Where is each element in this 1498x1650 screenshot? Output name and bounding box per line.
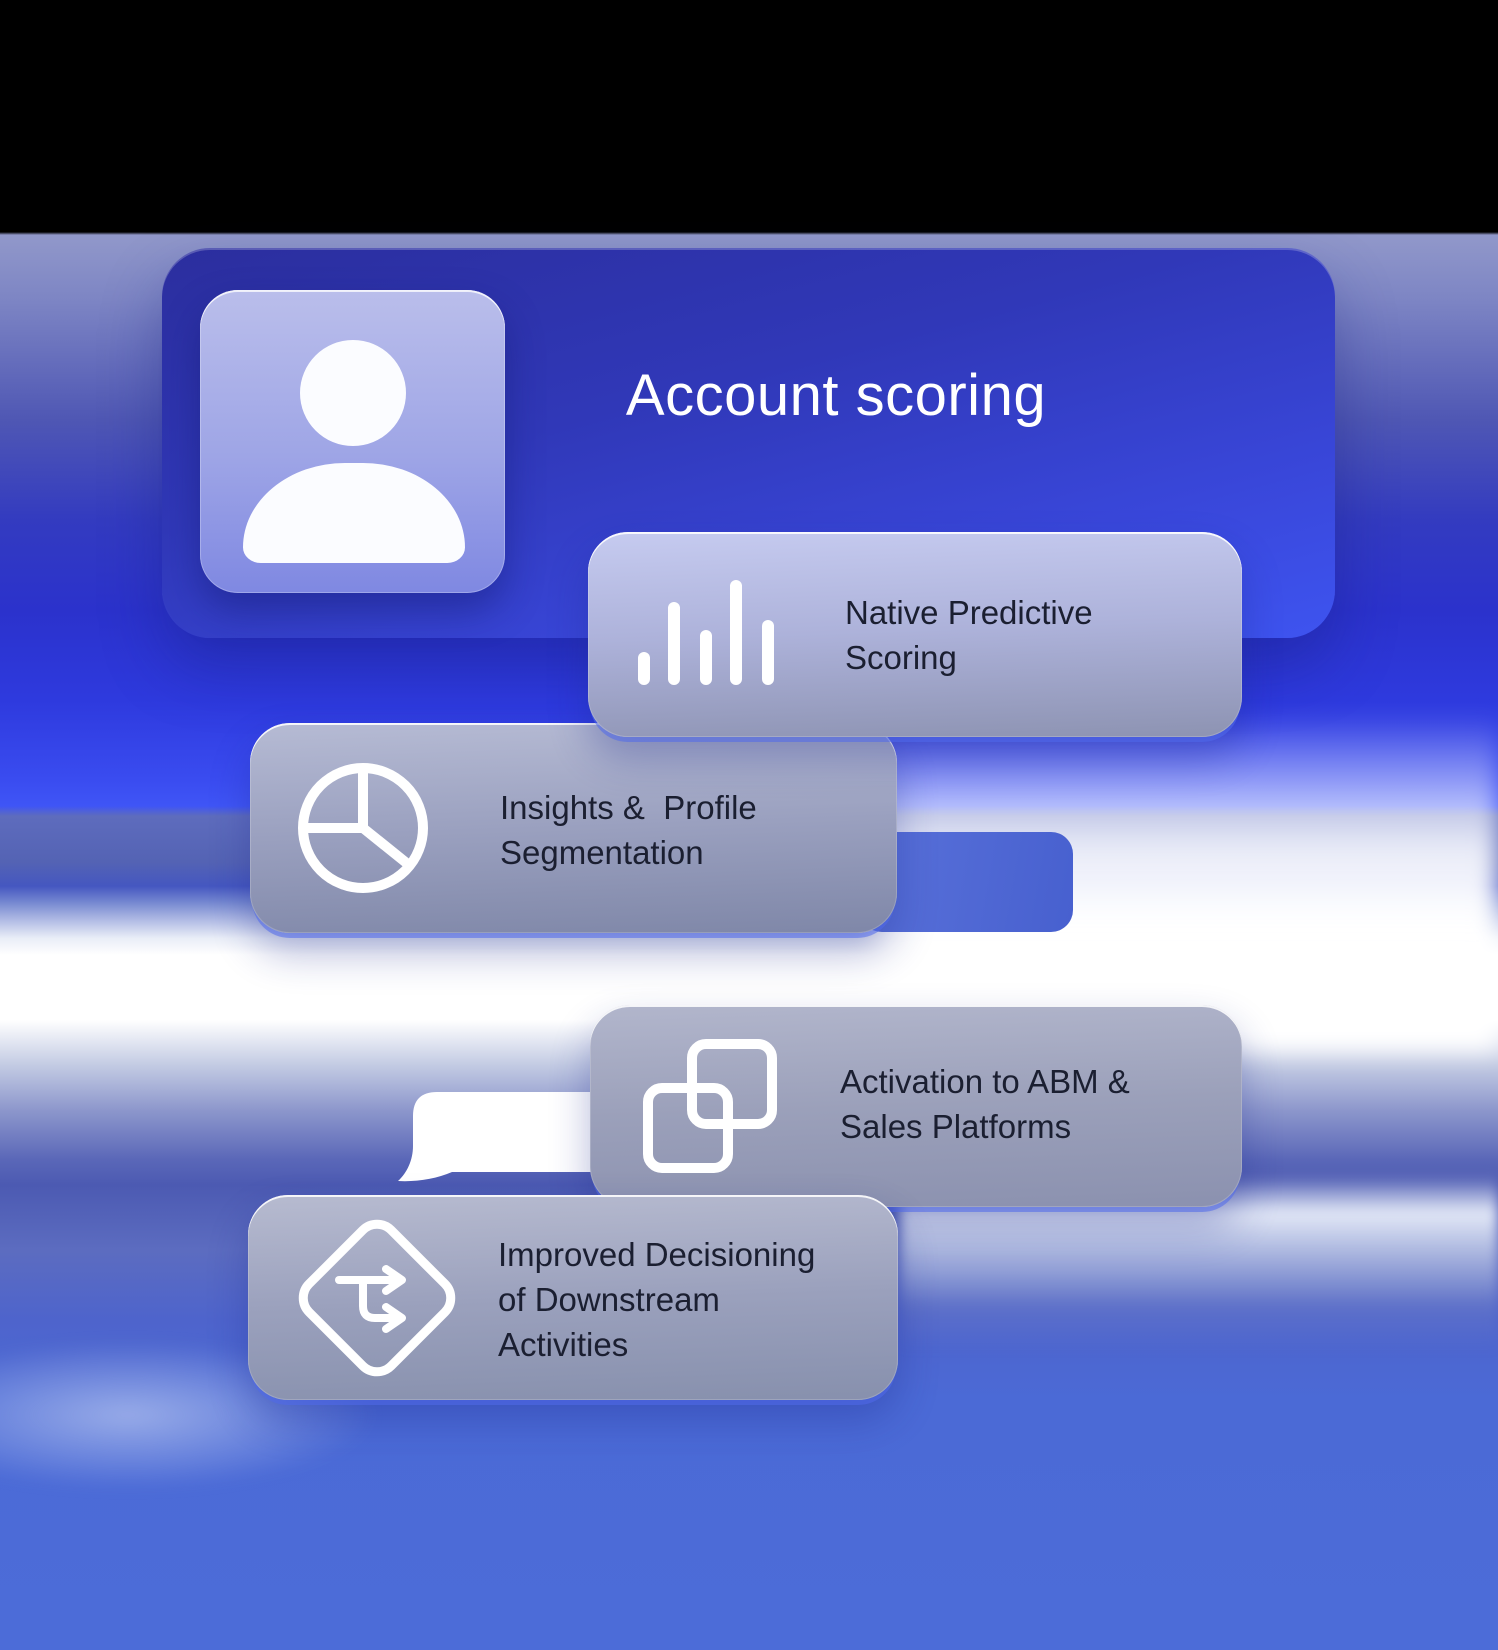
feature-card-insights-segmentation: Insights & Profile Segmentation [250,723,897,933]
feature-card-label: Activation to ABM & Sales Platforms [840,1063,1130,1145]
feature-card-label: Improved Decisioning of Downstream Activ… [498,1236,816,1363]
pie-chart-icon [298,763,428,893]
overlapping-squares-icon [643,1039,777,1173]
user-icon-body [243,463,465,563]
page-title: Account scoring [625,363,1047,428]
user-icon [300,340,406,446]
feature-card-label: Insights & Profile Segmentation [500,789,757,871]
feature-card-native-predictive-scoring: Native Predictive Scoring [588,532,1242,737]
bar-chart-icon [638,580,774,685]
feature-card-activation-abm: Activation to ABM & Sales Platforms [590,1005,1242,1207]
feature-card-label: Native Predictive Scoring [845,594,1093,676]
feature-card-improved-decisioning: Improved Decisioning of Downstream Activ… [248,1195,898,1400]
shuffle-arrows-icon [298,1219,456,1377]
avatar [200,290,505,593]
chat-bubble-shape [398,1092,600,1182]
